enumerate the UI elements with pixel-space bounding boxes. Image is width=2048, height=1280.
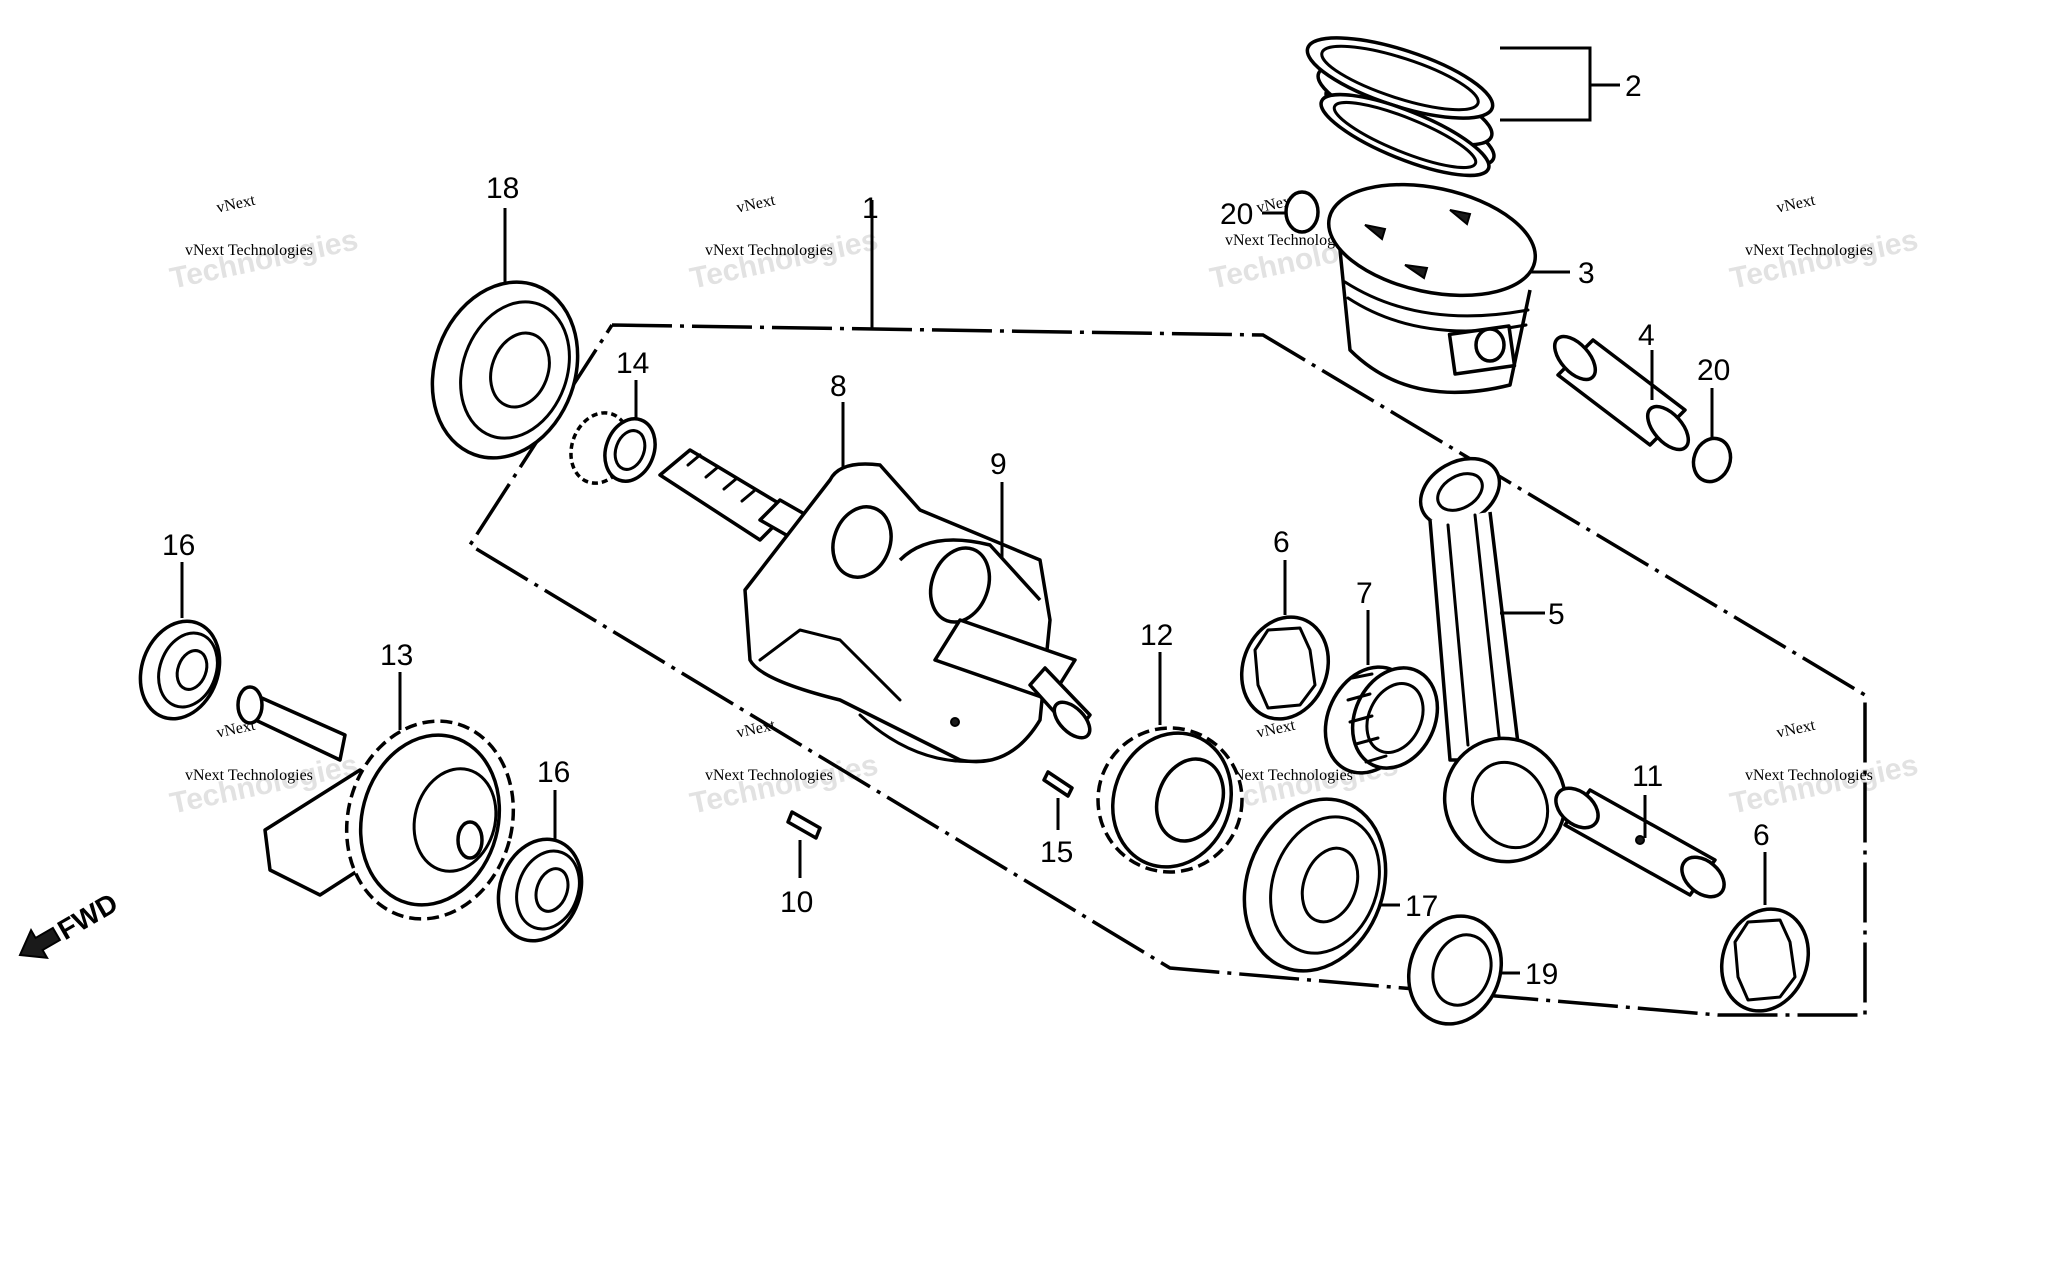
watermark-big: Technologies [687,224,881,296]
callout-labels: 1 2 3 4 5 6 6 7 8 9 10 11 12 13 14 15 16… [162,70,1770,991]
callout-19: 19 [1525,958,1558,991]
arrow-left-icon [18,926,62,960]
needle-bearing-14 [569,411,657,485]
watermark-big: Technologies [1727,224,1921,296]
callout-1: 1 [862,192,879,225]
callout-5: 5 [1548,598,1565,631]
leader-2 [1500,46,1592,122]
ball-bearing-17 [1242,797,1388,973]
crank-pin [1554,786,1726,899]
watermark-line1: vNext [735,717,777,742]
watermark-big: Technologies [687,749,881,821]
oil-seal-19 [1406,914,1504,1026]
watermark-line2: vNext Technologies [1225,767,1353,784]
callout-7: 7 [1356,577,1373,610]
piston [1326,182,1538,395]
balancer-shaft [236,685,516,921]
ball-bearing-16-upper [138,619,222,721]
callout-16-lower: 16 [537,756,570,789]
callout-12: 12 [1140,619,1173,652]
watermark-line2: vNext Technologies [1225,232,1353,249]
thrust-washer-upper [1239,615,1331,721]
piston-pin-clip-upper [1284,190,1320,234]
watermark-line2: vNext Technologies [185,242,313,259]
watermark-line1: vNext [1775,192,1817,217]
callout-8: 8 [830,370,847,403]
needle-bearing [1323,665,1440,775]
ball-bearing-16-lower [496,837,584,943]
watermark-line1: vNext [735,192,777,217]
thrust-washer-lower [1719,907,1811,1013]
callout-2: 2 [1625,70,1642,103]
watermark: Technologies vNext vNext Technologies [167,192,361,296]
ball-bearing-18 [430,280,580,460]
callout-11: 11 [1632,760,1663,793]
callout-20-lower: 20 [1697,354,1730,387]
forward-direction-indicator: FWD [18,887,123,960]
callout-9: 9 [990,448,1007,481]
watermark-line2: vNext Technologies [705,767,833,784]
watermark-line2: vNext Technologies [1745,242,1873,259]
crankshaft-assembly-outline [467,323,1867,1017]
piston-rings [1305,36,1496,178]
timing-gear [1096,726,1244,874]
watermark-big: Technologies [1727,749,1921,821]
callout-18: 18 [486,172,519,205]
callout-15: 15 [1040,836,1073,869]
woodruff-key-10 [786,810,822,840]
watermark: Technologies vNext vNext Technologies [687,717,881,821]
woodruff-key-15 [1042,770,1074,798]
fwd-label: FWD [52,887,123,946]
callout-10: 10 [780,886,813,919]
crankshaft [658,448,1092,764]
watermark: Technologies vNext vNext Technologies [1727,717,1921,821]
callout-4: 4 [1638,319,1655,352]
callout-16-upper: 16 [162,529,195,562]
watermark-line2: vNext Technologies [705,242,833,259]
watermark-line2: vNext Technologies [1745,767,1873,784]
callout-13: 13 [380,639,413,672]
connecting-rod [1418,456,1568,864]
callout-6-upper: 6 [1273,526,1290,559]
callout-17: 17 [1405,890,1438,923]
watermark-line2: vNext Technologies [185,767,313,784]
watermark-line1: vNext [215,192,257,217]
piston-pin [1552,334,1691,452]
callout-3: 3 [1578,257,1595,290]
watermark: Technologies vNext vNext Technologies [687,192,881,296]
piston-pin-clip-lower [1691,436,1733,484]
watermark-big: Technologies [167,224,361,296]
callout-20-upper: 20 [1220,198,1253,231]
watermark-line1: vNext [1775,717,1817,742]
callout-14: 14 [616,347,649,380]
callout-6-lower: 6 [1753,819,1770,852]
watermark: Technologies vNext vNext Technologies [1727,192,1921,296]
